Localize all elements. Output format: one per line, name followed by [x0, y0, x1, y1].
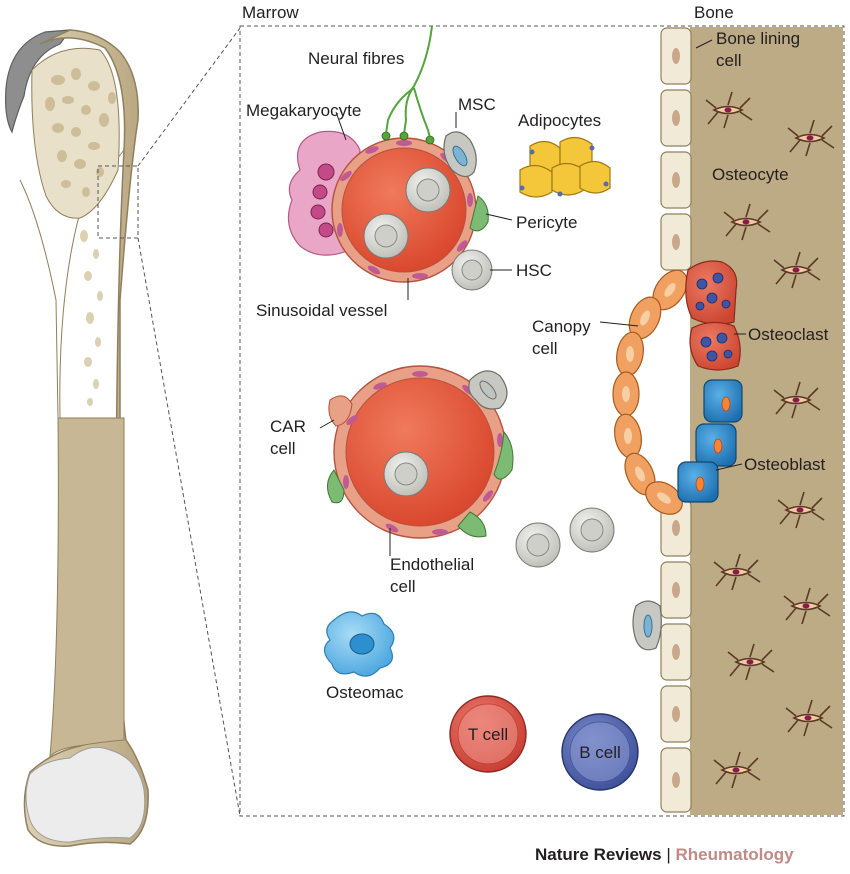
footer-journal: Nature Reviews: [535, 845, 662, 864]
label-msc: MSC: [458, 95, 496, 114]
label-osteomac: Osteomac: [326, 683, 404, 702]
car-cell: [328, 370, 508, 427]
label-neural-fibres: Neural fibres: [308, 49, 404, 68]
bone-lining-cells: [660, 27, 692, 813]
pericytes-lower: [327, 430, 514, 538]
osteocytes: [705, 91, 835, 789]
b-cell: [561, 713, 639, 791]
label-osteoclast: Osteoclast: [748, 325, 829, 344]
label-canopy-cell-line2: cell: [532, 339, 558, 358]
adipocytes: [519, 136, 611, 198]
t-cell: [449, 695, 527, 773]
long-bone-illustration: [5, 27, 241, 847]
osteomac-cell: [323, 611, 395, 677]
footer-separator: |: [666, 845, 671, 864]
label-bone-lining-cell-line1: Bone lining: [716, 29, 800, 48]
hsc-cell: [451, 249, 493, 291]
label-marrow: Marrow: [242, 3, 299, 22]
label-endothelial-cell-line2: cell: [390, 577, 416, 596]
msc-near-bone: [632, 600, 662, 651]
label-hsc: HSC: [516, 261, 552, 280]
label-endothelial-cell-line1: Endothelial: [390, 555, 474, 574]
neural-fibres: [381, 25, 435, 145]
label-bone: Bone: [694, 3, 734, 22]
label-megakaryocyte: Megakaryocyte: [246, 101, 361, 120]
label-bone-lining-cell-line2: cell: [716, 51, 742, 70]
label-car-cell-line2: cell: [270, 439, 296, 458]
msc-cell: [443, 131, 477, 178]
footer-section: Rheumatology: [675, 845, 794, 864]
sinusoidal-vessel: [331, 137, 477, 283]
canopy-cells: [612, 269, 688, 515]
osteoclasts: [685, 260, 741, 371]
journal-footer: Nature Reviews | Rheumatology: [535, 845, 794, 865]
osteoblasts: [677, 379, 743, 503]
label-pericyte: Pericyte: [516, 213, 577, 232]
pericyte-top: [469, 195, 489, 232]
leader-lines: [319, 39, 746, 556]
label-canopy-cell-line1: Canopy: [532, 317, 591, 336]
free-hsc-cells: [515, 507, 615, 568]
label-sinusoidal-vessel: Sinusoidal vessel: [256, 301, 387, 320]
label-adipocytes: Adipocytes: [518, 111, 601, 130]
label-osteocyte: Osteocyte: [712, 165, 789, 184]
label-car-cell-line1: CAR: [270, 417, 306, 436]
label-t-cell: T cell: [468, 725, 508, 744]
label-osteoblast: Osteoblast: [744, 455, 826, 474]
label-b-cell: B cell: [579, 743, 621, 762]
